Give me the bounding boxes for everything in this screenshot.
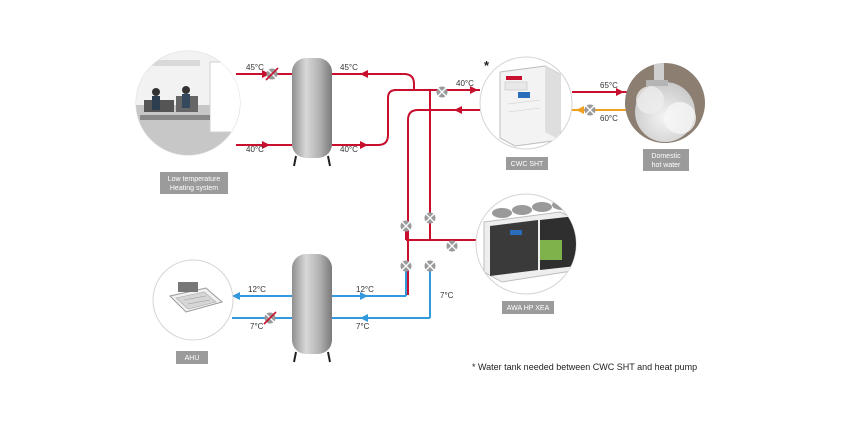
valve-icon[interactable]: [446, 240, 458, 252]
arrow-dhw-supply: [616, 88, 624, 96]
caption-dhw: Domestic hot water: [643, 149, 689, 171]
label-dhw-supply: 65°C: [600, 81, 618, 90]
pipes-hot: [236, 73, 628, 295]
office-room-photo: [135, 50, 241, 156]
caption-heating-line1: Low temperature: [168, 176, 221, 183]
valve-icon[interactable]: [400, 220, 412, 232]
label-heating-supply-out: 45°C: [246, 63, 264, 72]
label-ahu-return-in: 7°C: [356, 322, 370, 331]
label-ahu-return-out: 7°C: [250, 322, 264, 331]
water-tank-icon-top: [292, 58, 332, 167]
footnote-star: *: [484, 58, 490, 73]
arrow-tank-cold-in: [360, 314, 368, 322]
valve-icon[interactable]: [265, 67, 279, 81]
valves: [263, 67, 596, 325]
valve-icon[interactable]: [424, 260, 436, 272]
arrow-ahu-supply-left: [232, 292, 240, 300]
valve-icon[interactable]: [400, 260, 412, 272]
label-ahu-supply-out: 12°C: [248, 285, 266, 294]
caption-dhw-line2: hot water: [652, 162, 681, 169]
valve-icon[interactable]: [424, 212, 436, 224]
water-heater-unit-icon: [479, 56, 573, 150]
arrow-dhw-return: [576, 106, 584, 114]
label-sht-out: 40°C: [456, 79, 474, 88]
arrow-sht-out: [454, 106, 462, 114]
label-heating-supply-in: 45°C: [340, 63, 358, 72]
caption-sht-text: CWC SHT: [511, 161, 544, 168]
cassette-fan-coil-icon: [152, 259, 234, 341]
caption-dhw-line1: Domestic: [651, 153, 681, 160]
caption-sht: CWC SHT: [506, 157, 548, 170]
caption-heating: Low temperature Heating system: [160, 172, 228, 194]
arrow-tank-cold-right: [360, 292, 368, 300]
footnote-text: * Water tank needed between CWC SHT and …: [472, 362, 697, 372]
arrow-tank-return-right: [360, 141, 368, 149]
valve-icon[interactable]: [436, 86, 448, 98]
label-ahu-supply-in: 12°C: [356, 285, 374, 294]
arrow-heating-return-right: [262, 141, 270, 149]
caption-hp-text: AWA HP XEA: [507, 305, 550, 312]
caption-heating-line2: Heating system: [170, 185, 218, 192]
arrow-sht-in: [470, 86, 478, 94]
label-hp-cold-out: 7°C: [440, 291, 454, 300]
valve-icon[interactable]: [584, 104, 596, 116]
caption-ahu-text: AHU: [185, 355, 200, 362]
air-heat-pump-unit-icon: [475, 193, 577, 295]
temperature-labels: 45°C 45°C 40°C 40°C 40°C 65°C 60°C 12°C …: [246, 63, 618, 331]
water-tank-icon-bottom: [292, 254, 332, 363]
arrow-heating-supply-left: [262, 70, 270, 78]
label-heating-return-out: 40°C: [246, 145, 264, 154]
hot-water-tap-photo: [625, 63, 705, 143]
valve-icon[interactable]: [263, 311, 277, 325]
caption-hp: AWA HP XEA: [502, 301, 554, 314]
label-heating-return-in: 40°C: [340, 145, 358, 154]
arrow-tank-top-left: [360, 70, 368, 78]
label-dhw-return: 60°C: [600, 114, 618, 123]
caption-ahu: AHU: [176, 351, 208, 364]
